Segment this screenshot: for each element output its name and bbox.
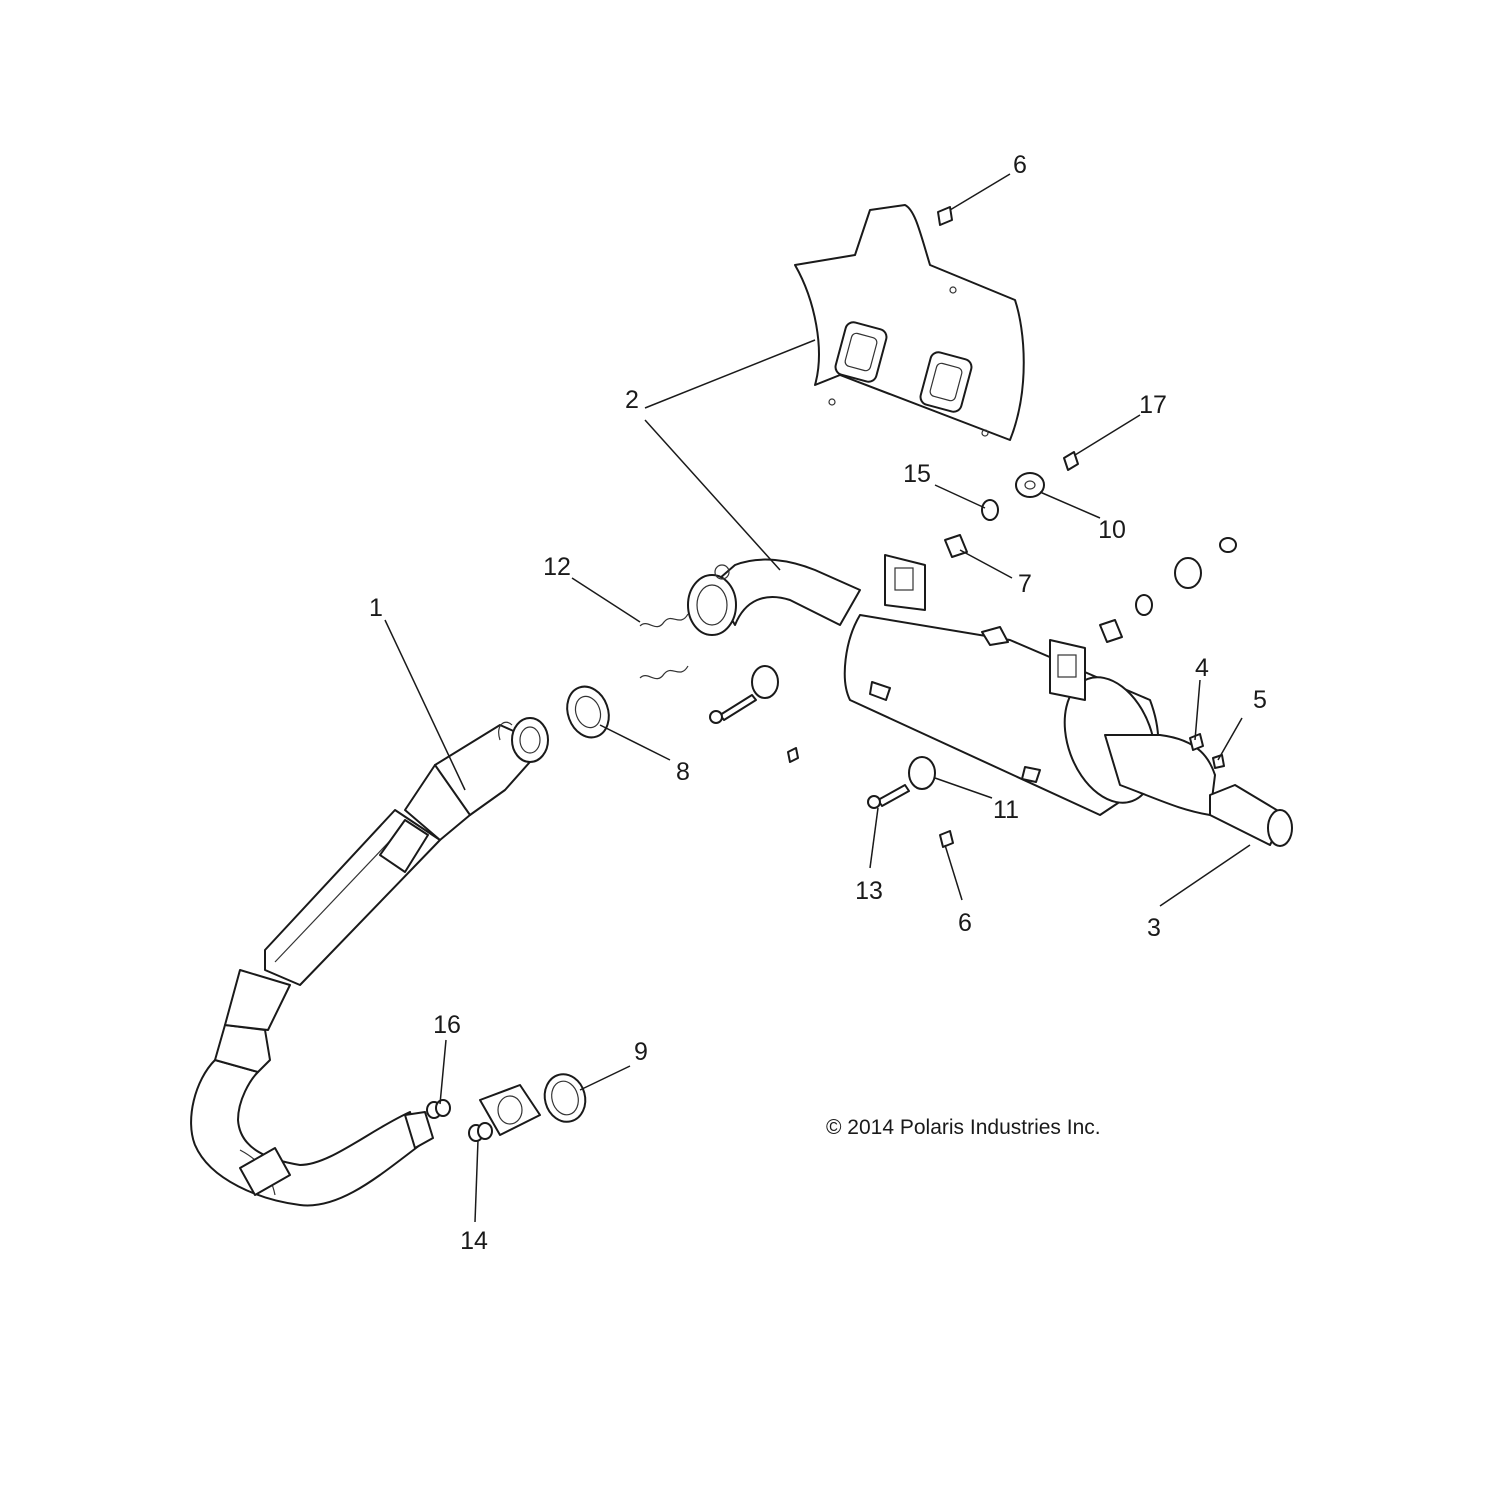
callout-13: 13 — [855, 877, 883, 905]
callout-14: 14 — [460, 1227, 488, 1255]
callout-3: 3 — [1147, 914, 1161, 942]
callout-6-top: 6 — [1013, 151, 1027, 179]
callout-8: 8 — [676, 758, 690, 786]
tailpipe-part-3 — [1209, 784, 1293, 847]
callout-15: 15 — [903, 460, 931, 488]
muffler-part-2 — [687, 554, 1216, 816]
callout-1: 1 — [369, 594, 383, 622]
callout-10: 10 — [1098, 516, 1126, 544]
callout-12: 12 — [543, 553, 571, 581]
hardware — [426, 206, 1237, 1142]
callout-9: 9 — [634, 1038, 648, 1066]
callout-7: 7 — [1018, 570, 1032, 598]
heat-shield — [794, 204, 1025, 441]
header-pipe-part-1 — [190, 717, 549, 1207]
callout-11: 11 — [993, 796, 1019, 824]
callout-17: 17 — [1139, 391, 1167, 419]
leader-lines — [384, 173, 1251, 1223]
callout-2: 2 — [625, 386, 639, 414]
callout-labels: 6 2 17 15 10 7 12 1 8 4 5 11 13 6 3 16 9… — [369, 151, 1267, 1255]
callout-4: 4 — [1195, 654, 1209, 682]
callout-16: 16 — [433, 1011, 461, 1039]
callout-6-bottom: 6 — [958, 909, 972, 937]
callout-5: 5 — [1253, 686, 1267, 714]
copyright-notice: © 2014 Polaris Industries Inc. — [826, 1116, 1101, 1139]
